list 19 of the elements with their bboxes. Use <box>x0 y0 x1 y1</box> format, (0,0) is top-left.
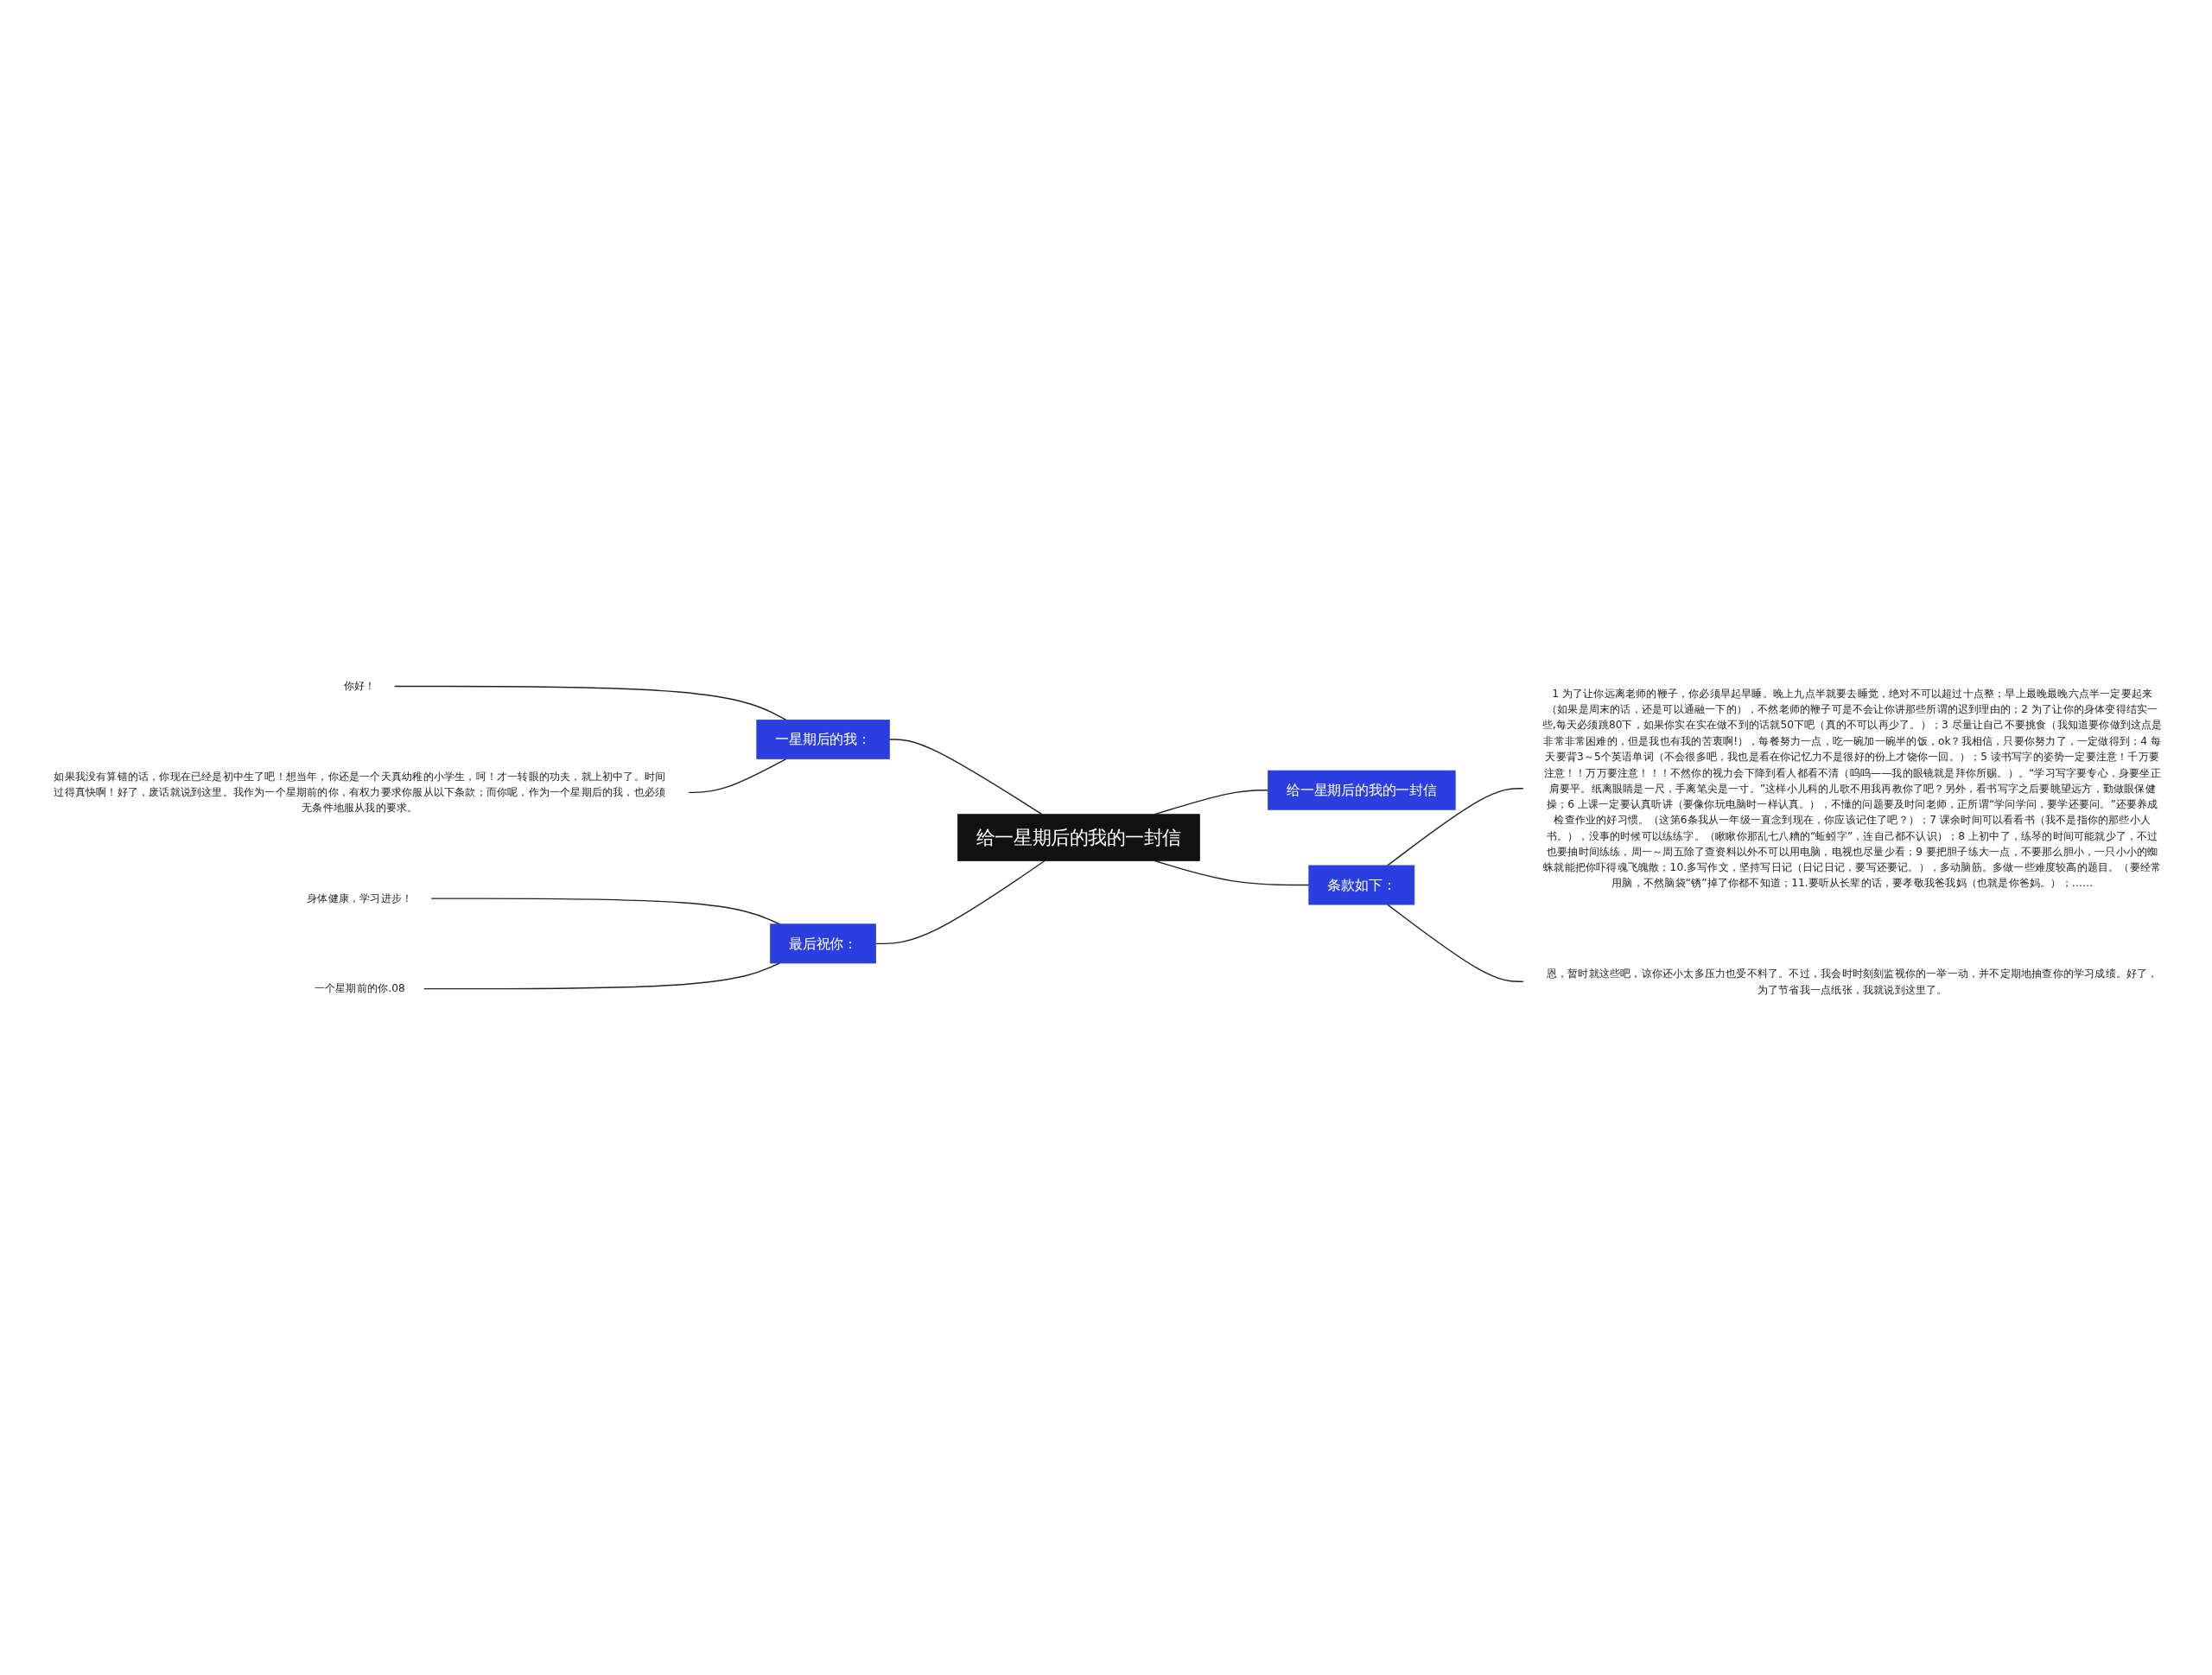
node-box <box>1308 865 1415 904</box>
connector <box>430 897 780 924</box>
connector <box>874 860 1046 944</box>
node-text: 如果我没有算错的话，你现在已经是初中生了吧！想当年，你还是一个天真幼稚的小学生，呵！才一转眼的功夫，就上初中了。时间过得真快啊！好了，废话就说到这里。我作为一个星期前的你，有权力要求你服从以下条款；而你呢，作为一个星期后的我，也必须无条件地服从我的要求。 <box>54 769 666 814</box>
node-text: 你好！ <box>343 679 376 692</box>
node-text: 恩，暂时就这些吧，谅你还小太多压力也受不料了。不过，我会时时刻刻监视你的一举一动，并不定期地抽查你的学习成绩。好了，为了节省我一点纸张，我就说到这里了。 <box>1546 966 2158 995</box>
connector <box>1387 787 1524 866</box>
node-text: 1 为了让你远离老师的鞭子，你必须早起早睡。晚上九点半就要去睡觉，绝对不可以超过十点整；早上最晚最晚六点半一定要起来（如果是周末的话，还是可以通融一下的），不然老师的鞭子可是不会让你讲那些所谓的迟到理由的；2 为了让你的身体变得结实一些,每天必须跳80下，如果你实在实在做不到的话就50下吧（真的不可以再少了。）；3 尽量让自己不要挑食（我知道要你做到这点是非常非常困难的，但是我也有我的苦衷啊!），每餐努力一点，吃一碗加一碗半的饭，ok？我相信，只要你努力了，一定做得到；4 每天要背3～5个英语单词（不会很多吧，我也是看在你记忆力不是很好的份上才饶你一回。）；5 读书写字的姿势一定要注意！千万要注意！！万万要注意！！！不然你的视力会下降到看人都看不清（呜呜——我的眼镜就是拜你所赐。）。“学习写字要专心，身要坐正肩要平。纸离眼睛是一尺，手离笔尖是一寸。”这样小儿科的儿歌不用我再教你了吧？另外，看书写字之后要眺望远方，勤做眼保健操；6 上课一定要认真听讲（要像你玩电脑时一样认真。），不懂的问题要及时问老师，正所谓“学问学问，要学还要问。”还要养成检查作业的好习惯。（这第6条我从一年级一直念到现在，你应该记住了吧？）；7 课余时间可以看看书（我不是指你的那些小人书。），没事的时候可以练练字。（瞅瞅你那乱七八糟的“蚯蚓字”，连自己都不认识）；8 上初中了，练琴的时间可能就少了，不过也要抽时间练练，周一～周五除了查资料以外不可以用电脑，电视也尽量少看；9 要把胆子练大一点，不要那么胆小，一只小小的蜘蛛就能把你吓得魂飞魄散；10.多写作文，坚持写日记（日记日记，要写还要记。），多动脑筋。多做一些难度较高的题目。（要经常用脑，不然脑袋“锈”掉了你都不知道；11.要听从长辈的话，要孝敬我爸我妈（也就是你爸妈。）；…… <box>1541 686 2163 889</box>
node-box <box>770 923 876 963</box>
connector <box>423 961 780 989</box>
node-box <box>1268 770 1456 810</box>
connector <box>1387 903 1524 982</box>
connector <box>888 738 1043 815</box>
node-text: 一个星期前的你.08 <box>314 981 405 994</box>
node-box <box>756 719 890 759</box>
node-text: 身体健康，学习进步！ <box>307 891 413 904</box>
connector <box>688 758 787 793</box>
mind-map: 给一星期后的我的一封信 给一星期后的我的一封信 条款如下： 1 为了让你远离老师的鞭子，你必须早起早睡。晚上九点半就要去睡觉，绝对不可以超过十点整；早上最晚最晚六点半一定要起来（如果是周末的话，还是可以通融一下的），不然老师的鞭子可是不会让你讲那些所谓的迟到理由的；2 为了让你的身体变得结实一些,每天必须跳80下，如果你实在实在做不到的话就50下吧（真的不可以再少了。）；3 尽量让自己不要挑食（我知道要你做到这点是非常非常困难的，但是我也有我的苦衷啊!），每餐努力一点，吃一碗加一碗半的饭，ok？我相信，只要你努力了，一定做得到；4 每天要背3～5个英语单词（不会很多吧，我也是看在你记忆力不是很好的份上才饶你一回。）；5 读书写字的姿势一定要注意！千万要注意！！万万要注意！！！不然你的视力会下降到看人都看不清（呜呜——我的眼镜就是拜你所赐。）。“学习写字要专心，身要坐正肩要平。纸离眼睛是一尺，手离笔尖是一寸。”这样小儿科的儿歌不用我再教你了吧？另外，看书写字之后要眺望远方，勤做眼保健操；6 上课一定要认真听讲（要像你玩电脑时一样认真。），不懂的问题要及时问老师，正所谓“学问学问，要学还要问。”还要养成检查作业的好习惯。（这第6条我从一年级一直念到现在，你应该记住了吧？）；7 课余时间可以看看书（我不是指你的那些小人书。），没事的时候可以练练字。（瞅瞅你那乱七八糟的“蚯蚓字”，连自己都不认识）；8 上初中了，练琴的时间可能就少了，不过也要抽时间练练，周一～周五除了查资料以外不可以用电脑，电视也尽量少看；9 要把胆子练大一点，不要那么胆小，一只小小的蜘蛛就能把你吓得魂飞魄散；10.多写作文，坚持写日记（日记日记，要写还要记。），多动脑筋。多做一些难度较高的题目。（要经常用脑，不然脑袋“锈”掉了你都不知道；11.要听从长辈的话，要孝敬我爸我妈（也就是你爸妈。）；…… 恩，暂时就这些吧，谅你还小太多压力也受不料了。不过，我会时时刻刻监视你的一举一动，并不定期地抽查你的学习成绩。好了，为了节省我一点纸张，我就说到这里了。 一星期后的我： 你好！ 如果我没有算错的话，你现在已经是初中生了吧！想当年，你还是一个天真幼稚的小学生，呵！才一转眼的功夫，就上初中了。时间过得真快啊！好了，废话就说到这里。我作为一个星期前的你，有权力要求你服从以下条款；而你呢，作为一个星期后的我，也必须无条件地服从我的要求。 最后祝你： 身体健康，学习进步！ 一个星期前的你.08 <box>26 16 2186 1659</box>
node-box <box>957 813 1200 861</box>
